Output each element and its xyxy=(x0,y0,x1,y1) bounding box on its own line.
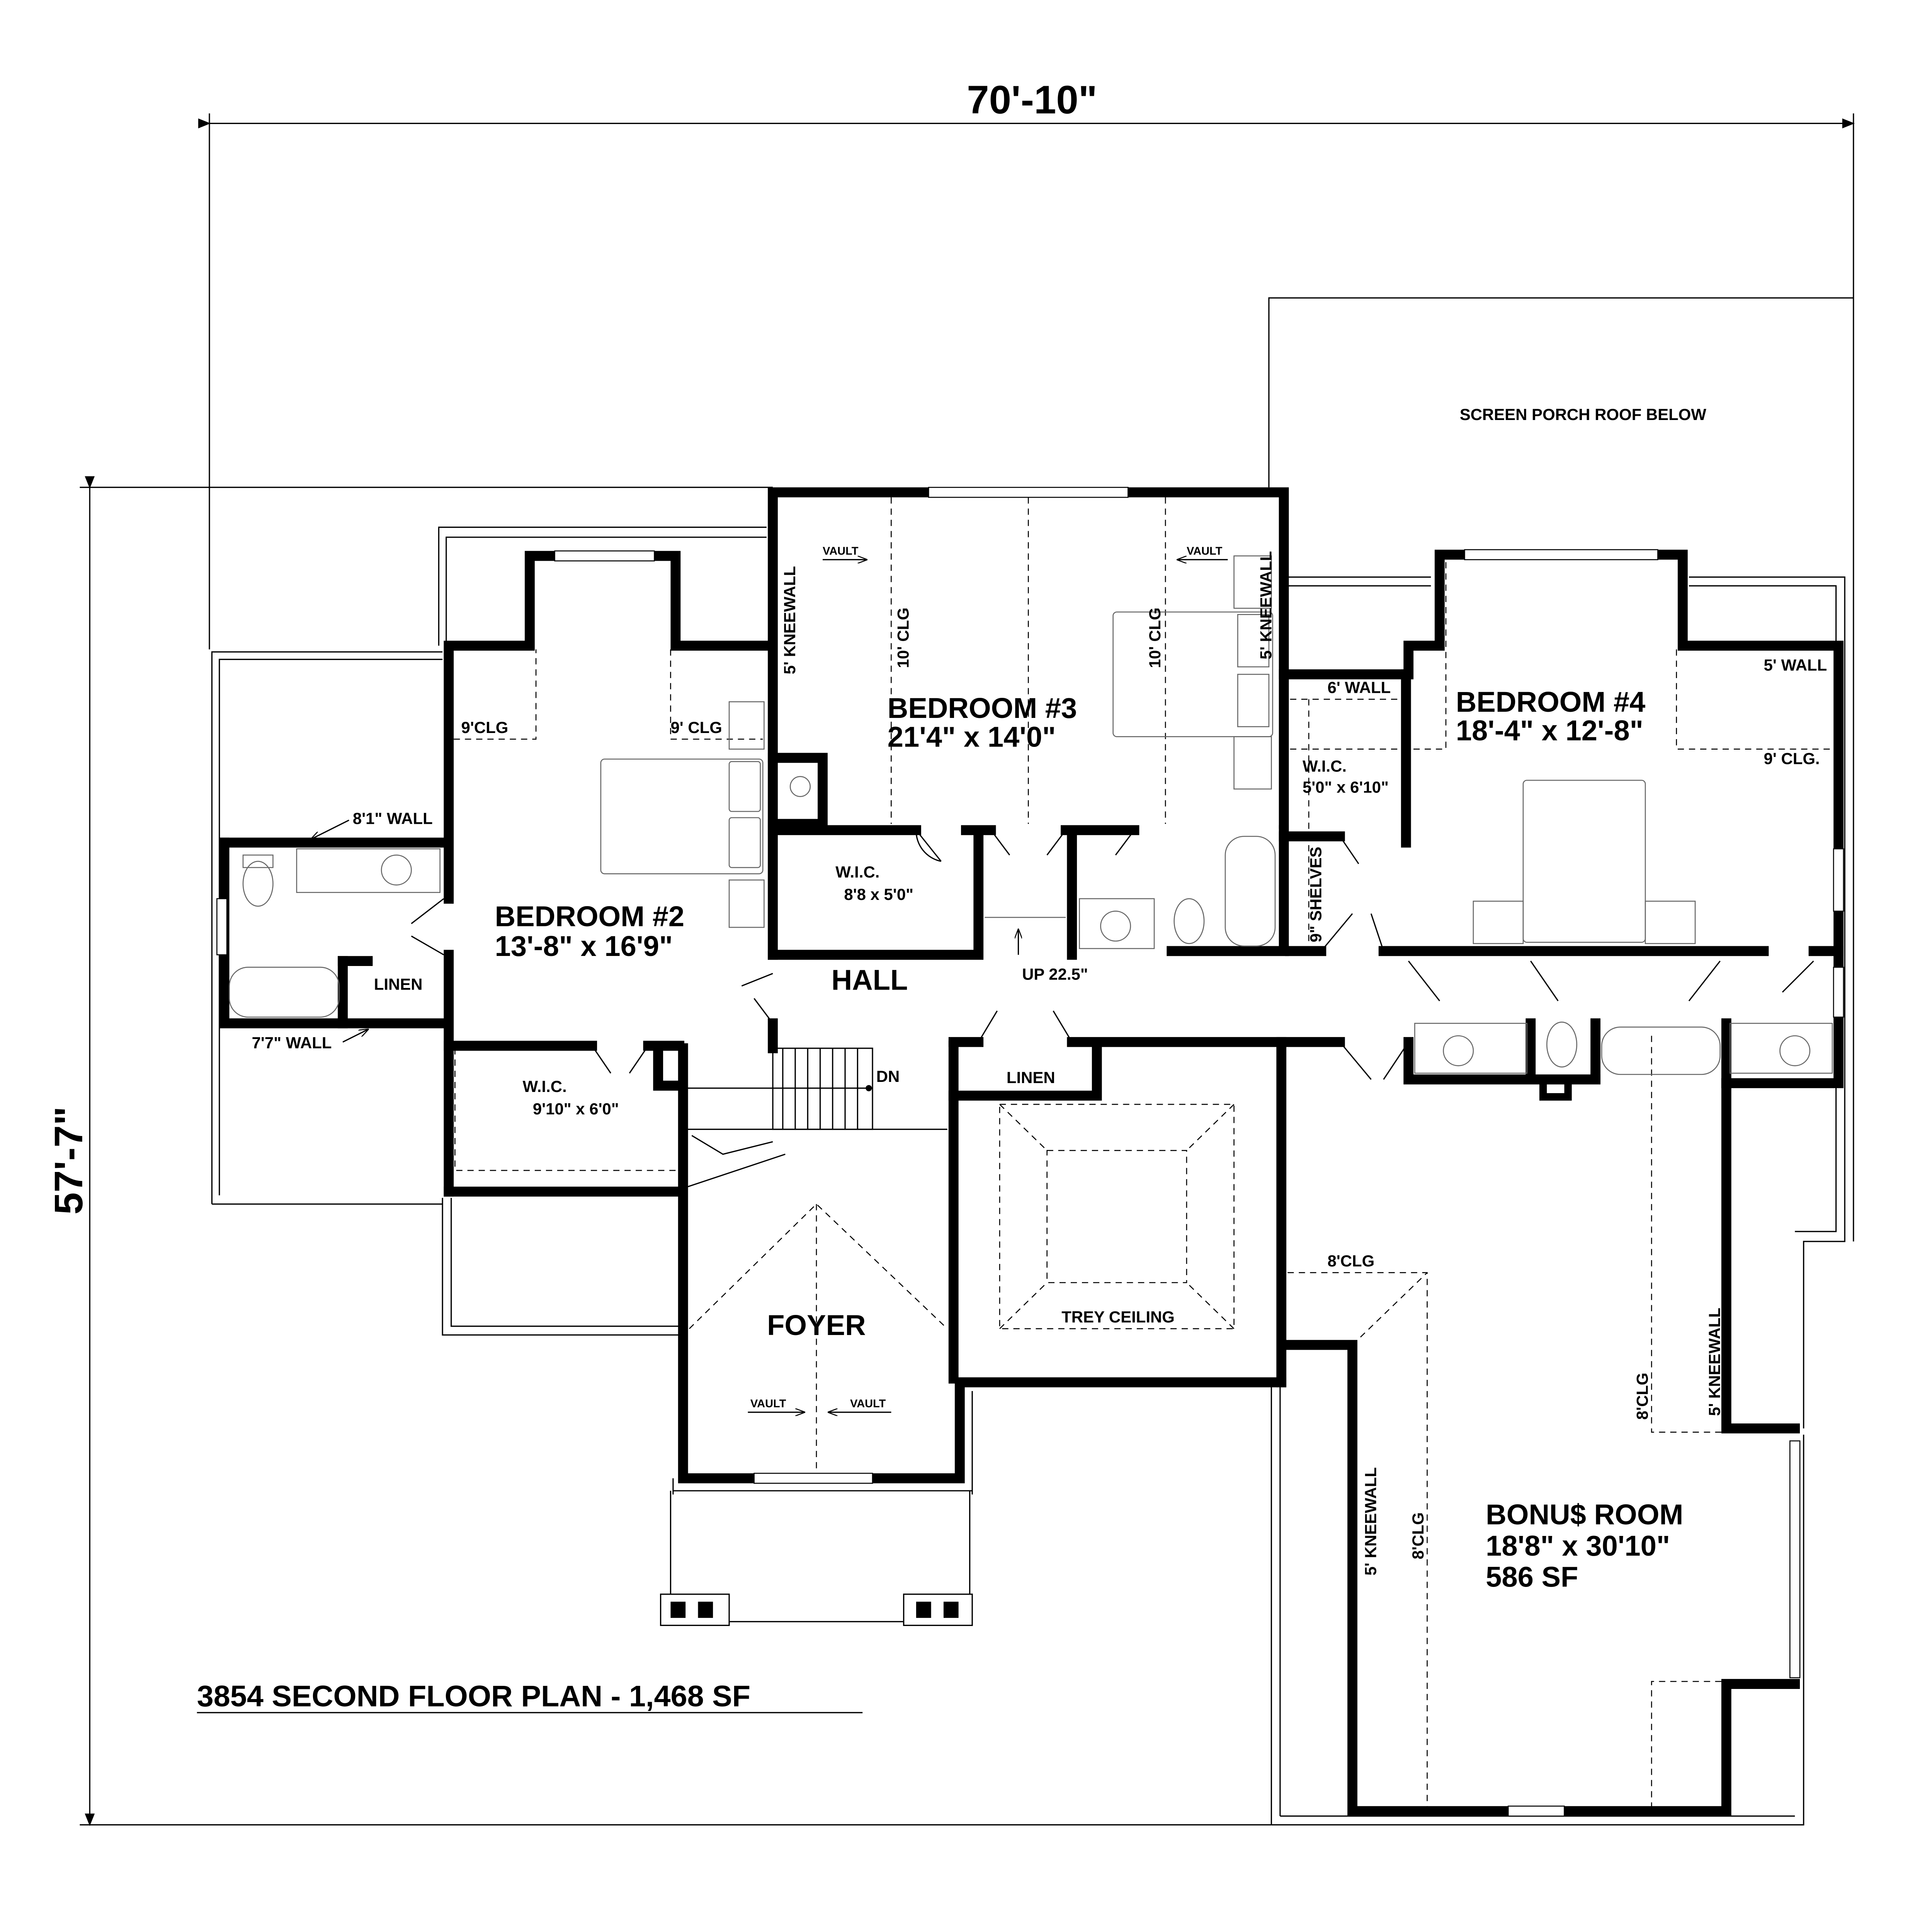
ceiling-lines xyxy=(454,497,1832,1809)
bedroom4-clg: 9' CLG. xyxy=(1764,749,1820,767)
screen-porch-roof-outline xyxy=(1268,297,1854,488)
bedroom2-wall-bottom: 7'7" WALL xyxy=(252,1034,332,1052)
hall-dn: DN xyxy=(876,1067,900,1085)
wic2-size: 9'10" x 6'0" xyxy=(533,1100,619,1118)
wic2-name: W.I.C. xyxy=(523,1077,567,1095)
bonus-name: BONU$ ROOM xyxy=(1486,1498,1683,1531)
bonus-size: 18'8" x 30'10" xyxy=(1486,1530,1670,1562)
doors xyxy=(411,830,1814,1080)
bedroom3-vault-right: VAULT xyxy=(1187,545,1223,557)
depth-dimension: 57'-7" xyxy=(46,1106,91,1214)
screen-porch-label: SCREEN PORCH ROOF BELOW xyxy=(1460,405,1707,423)
plan-title: 3854 SECOND FLOOR PLAN - 1,468 SF xyxy=(197,1680,750,1713)
walls xyxy=(219,487,1844,1816)
bonus-kneewall-right: 5' KNEEWALL xyxy=(1706,1308,1724,1416)
stairs xyxy=(673,930,1019,1192)
bedroom3-name: BEDROOM #3 xyxy=(888,692,1077,724)
bedroom3-kneewall-left: 5' KNEEWALL xyxy=(781,566,799,674)
foyer-vault-right: VAULT xyxy=(850,1398,886,1410)
bedroom2-wall-top: 8'1" WALL xyxy=(353,809,433,827)
bedroom4-5-wall: 5' WALL xyxy=(1764,656,1827,674)
bedroom2-linen: LINEN xyxy=(374,975,423,993)
foyer-vault-left: VAULT xyxy=(750,1398,786,1410)
bedroom2-size: 13'-8" x 16'9" xyxy=(495,930,673,962)
room-labels: BEDROOM #3 21'4" x 14'0" VAULT VAULT 10'… xyxy=(252,545,1827,1593)
trey-ceiling-label: TREY CEILING xyxy=(1061,1308,1175,1326)
overall-dimension-lines xyxy=(80,113,1855,1826)
bonus-kneewall-left: 5' KNEEWALL xyxy=(1361,1467,1379,1575)
width-dimension: 70'-10" xyxy=(967,78,1097,122)
foyer-name: FOYER xyxy=(767,1309,866,1341)
bedroom4-shelves: 9" SHELVES xyxy=(1306,847,1325,942)
hall-name: HALL xyxy=(832,964,908,996)
hall-up: UP 22.5" xyxy=(1022,965,1088,983)
bedroom2-clg-left: 9'CLG xyxy=(461,718,509,736)
bonus-clg-top: 8'CLG xyxy=(1327,1252,1374,1270)
bedroom4-6-wall: 6' WALL xyxy=(1327,679,1391,697)
bedroom4-wic-size: 5'0" x 6'10" xyxy=(1303,778,1389,796)
bedroom3-kneewall-right: 5' KNEEWALL xyxy=(1257,551,1275,659)
bonus-clg-right: 8'CLG xyxy=(1633,1372,1651,1420)
bedroom4-wic-name: W.I.C. xyxy=(1303,757,1347,775)
bedroom4-name: BEDROOM #4 xyxy=(1456,686,1646,718)
hall-linen: LINEN xyxy=(1007,1068,1055,1087)
bedroom3-clg-left: 10' CLG xyxy=(894,607,912,668)
bonus-area: 586 SF xyxy=(1486,1561,1578,1593)
wic3-size: 8'8 x 5'0" xyxy=(844,885,913,903)
bedroom4-size: 18'-4" x 12'-8" xyxy=(1456,714,1643,747)
bedroom2-name: BEDROOM #2 xyxy=(495,900,685,932)
fixtures xyxy=(229,555,1833,1075)
bonus-clg-left: 8'CLG xyxy=(1409,1512,1427,1560)
wic3-name: W.I.C. xyxy=(835,863,879,881)
bedroom3-clg-right: 10' CLG xyxy=(1146,607,1164,668)
bedroom2-clg-right: 9' CLG xyxy=(670,718,722,736)
bedroom3-vault-left: VAULT xyxy=(823,545,859,557)
bedroom3-size: 21'4" x 14'0" xyxy=(888,721,1056,753)
